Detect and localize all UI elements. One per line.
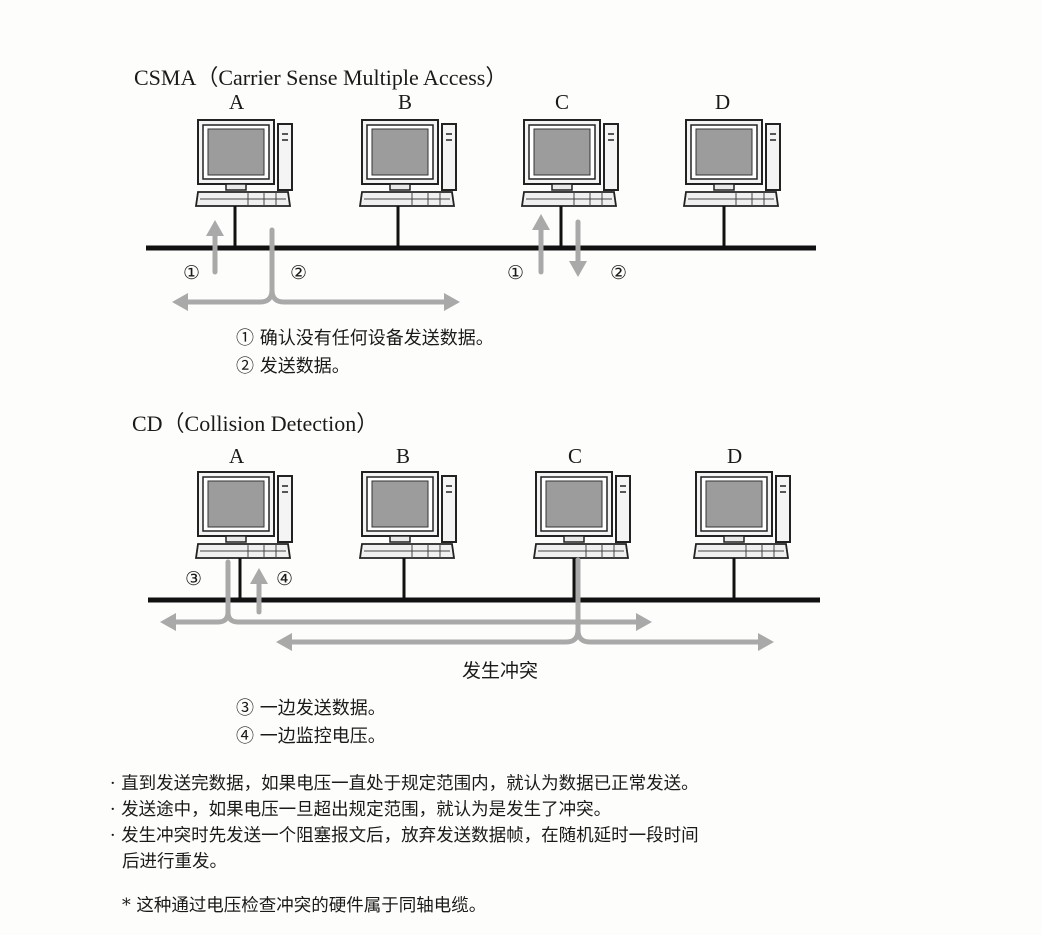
csma-label-b: B bbox=[398, 90, 413, 114]
bullet-2: · 发送途中，如果电压一旦超出规定范围，就认为是发生了冲突。 bbox=[110, 800, 612, 820]
cd-marker-3: ③ bbox=[185, 568, 203, 590]
arrow-c-send-right bbox=[575, 627, 765, 645]
cd-label-c: C bbox=[568, 444, 583, 468]
csma-note-1: ① 确认没有任何设备发送数据。 bbox=[236, 328, 494, 349]
cd-label-d: D bbox=[727, 444, 743, 468]
cd-label-b: B bbox=[396, 444, 411, 468]
computer-d-icon bbox=[683, 119, 781, 207]
collision-label: 发生冲突 bbox=[462, 660, 539, 682]
csma-marker-1c: ① bbox=[507, 262, 525, 284]
cd-note-4: ④ 一边监控电压。 bbox=[236, 726, 386, 747]
computer-c-icon bbox=[533, 471, 631, 559]
csma-marker-2c: ② bbox=[610, 262, 628, 284]
arrow-a-send-right bbox=[225, 609, 643, 625]
computer-b-icon bbox=[359, 471, 457, 559]
csma-note-2: ② 发送数据。 bbox=[236, 356, 350, 377]
cd-title: CD（Collision Detection） bbox=[132, 411, 379, 436]
cd-network bbox=[148, 471, 820, 651]
csma-marker-1a: ① bbox=[183, 262, 201, 284]
computer-b-icon bbox=[359, 119, 457, 207]
csma-marker-2a: ② bbox=[290, 262, 308, 284]
computer-c-icon bbox=[521, 119, 619, 207]
footnote: * 这种通过电压检查冲突的硬件属于同轴电缆。 bbox=[122, 896, 487, 916]
computer-d-icon bbox=[693, 471, 791, 559]
cd-label-a: A bbox=[229, 444, 245, 468]
csma-label-c: C bbox=[555, 90, 570, 114]
cd-note-3: ③ 一边发送数据。 bbox=[236, 698, 386, 719]
csma-network bbox=[146, 119, 816, 311]
csma-title: CSMA（Carrier Sense Multiple Access） bbox=[134, 65, 508, 90]
csma-label-a: A bbox=[229, 90, 245, 114]
arrow-a-send-right bbox=[269, 287, 451, 305]
computer-a-icon bbox=[195, 471, 293, 559]
csma-label-d: D bbox=[715, 90, 731, 114]
cd-marker-4: ④ bbox=[276, 568, 294, 590]
computer-a-icon bbox=[195, 119, 293, 207]
bullet-3: · 发生冲突时先发送一个阻塞报文后，放弃发送数据帧，在随机延时一段时间 bbox=[110, 826, 699, 846]
bullet-1: · 直到发送完数据，如果电压一直处于规定范围内，就认为数据已正常发送。 bbox=[110, 774, 699, 794]
bullet-3-cont: 后进行重发。 bbox=[122, 852, 227, 872]
